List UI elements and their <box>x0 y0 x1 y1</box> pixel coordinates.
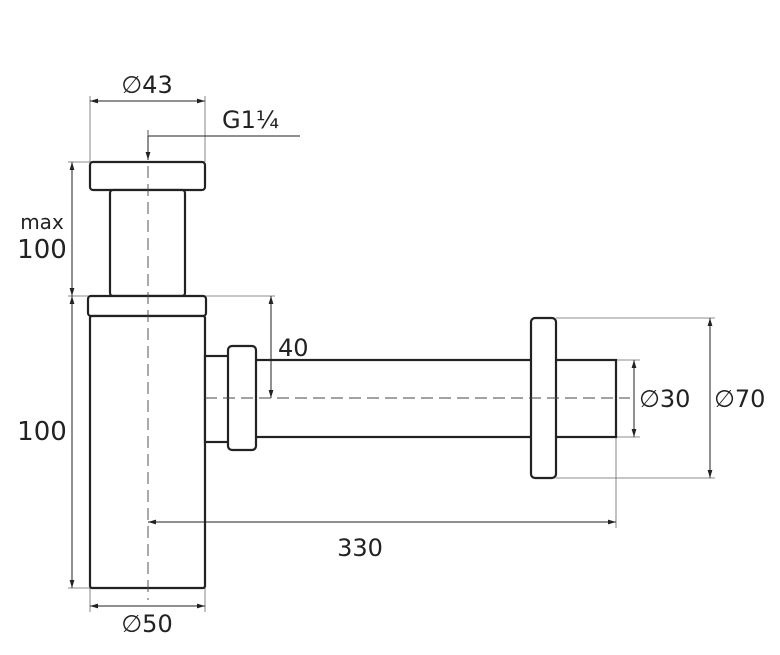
extension-lines <box>68 96 715 612</box>
riser-tube <box>108 188 187 298</box>
label-body-height: 100 <box>17 417 67 447</box>
label-offset: 40 <box>278 334 309 362</box>
siphon-body <box>88 314 207 590</box>
label-pipe-diameter: ∅30 <box>639 385 690 413</box>
label-max: max <box>20 210 64 234</box>
center-lines <box>147 130 630 600</box>
drain-cap <box>88 160 207 192</box>
label-thread: G1¼ <box>222 106 279 134</box>
label-flange-diameter: ∅70 <box>714 385 765 413</box>
outlet-stub <box>203 354 232 444</box>
outlet-pipe <box>253 358 618 439</box>
siphon-parts <box>86 160 618 590</box>
label-top-diameter: ∅43 <box>121 71 172 99</box>
body-collar <box>86 294 208 318</box>
label-length: 330 <box>337 534 383 562</box>
label-max-height: 100 <box>17 235 67 265</box>
dimension-lines <box>69 98 713 609</box>
dimension-labels: ∅43 G1¼ max 100 100 40 ∅30 ∅70 330 ∅50 <box>17 71 765 638</box>
label-body-diameter: ∅50 <box>121 610 172 638</box>
